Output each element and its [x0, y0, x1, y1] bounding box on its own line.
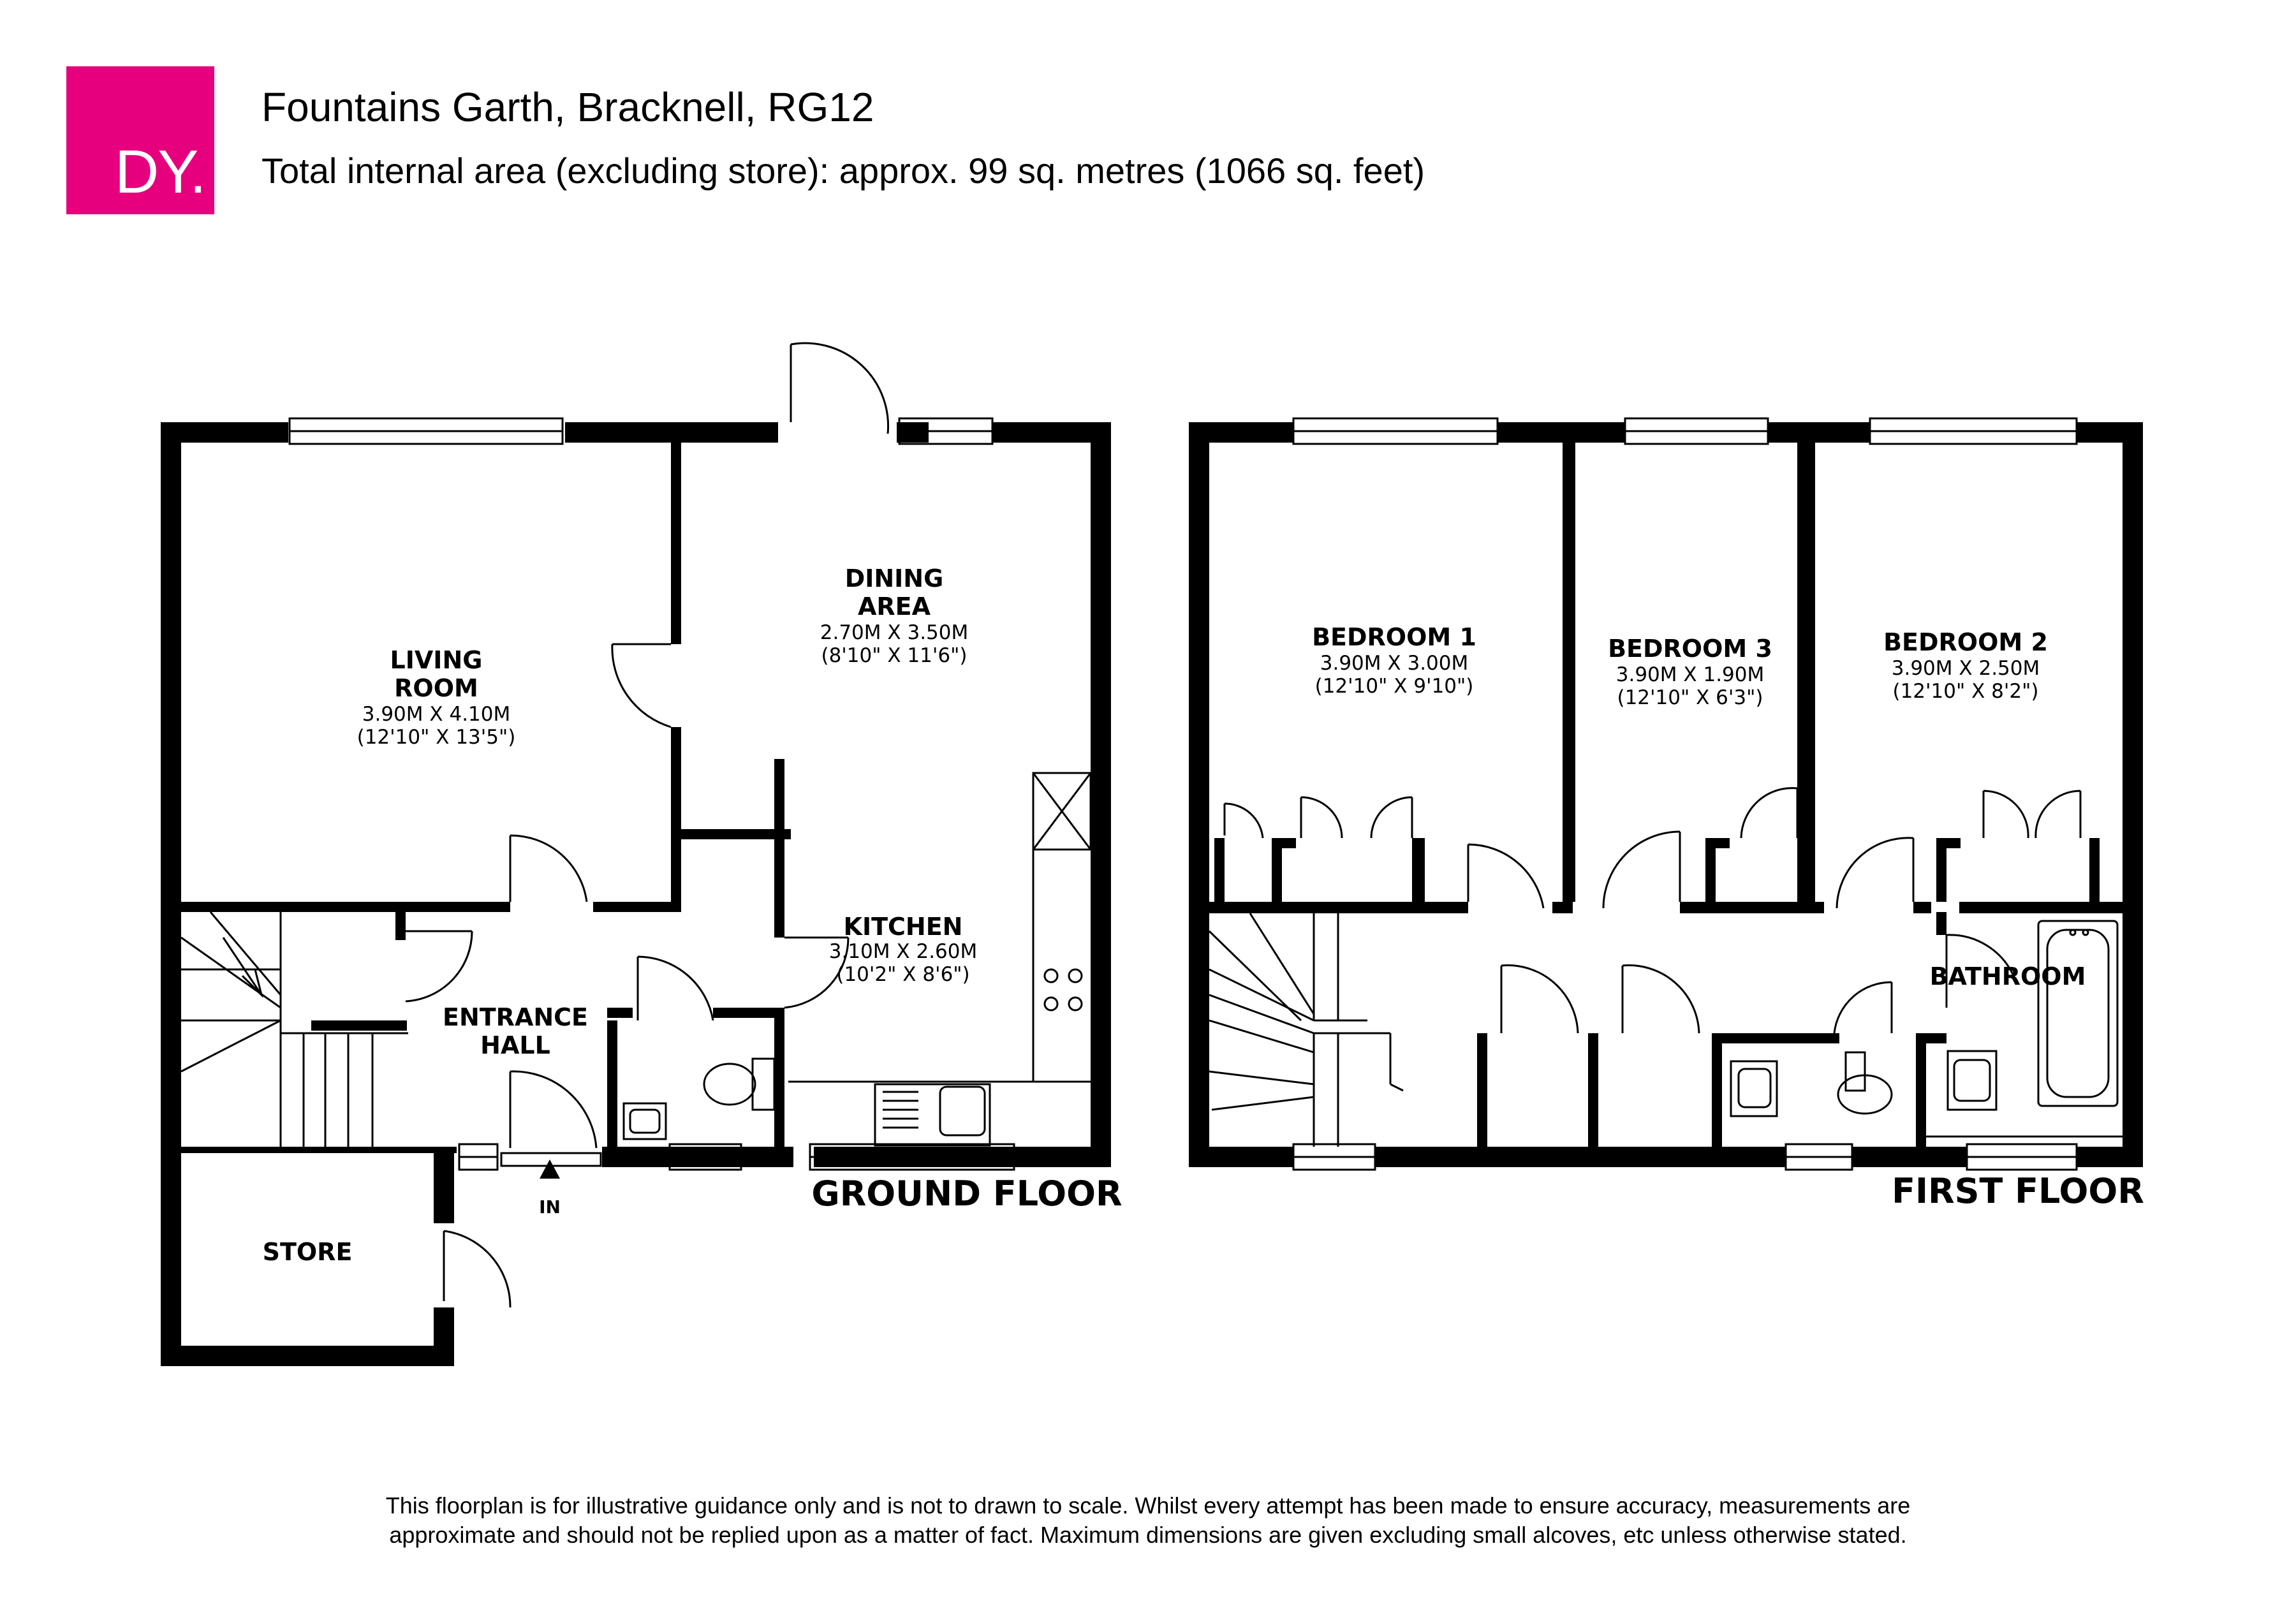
- bedroom-3-dims-metric: 3.90M X 1.90M: [1616, 663, 1765, 686]
- first-floor-doors: [1223, 787, 2082, 1034]
- bedroom-1-dims-metric: 3.90M X 3.00M: [1320, 652, 1469, 675]
- hob: [1043, 968, 1083, 1012]
- disclaimer-line-1: This floorplan is for illustrative guida…: [385, 1492, 1911, 1519]
- kitchen-label: KITCHEN: [844, 913, 963, 941]
- entrance-marker: IN: [539, 1196, 561, 1218]
- agency-logo: DY.: [66, 66, 214, 214]
- ground-floor-walls: [161, 422, 1111, 1366]
- dining-area-label-1: DINING: [845, 564, 944, 592]
- first-floor-plan: BEDROOM 1 3.90M X 3.00M (12'10" X 9'10")…: [1189, 417, 2144, 1211]
- kitchen-dims-imperial: (10'2" X 8'6"): [836, 963, 969, 986]
- bedroom-3-dims-imperial: (12'10" X 6'3"): [1617, 686, 1763, 709]
- bedroom-1-label: BEDROOM 1: [1312, 623, 1476, 651]
- first-floor-label: FIRST FLOOR: [1892, 1171, 2144, 1211]
- entrance-hall-label-1: ENTRANCE: [443, 1003, 588, 1031]
- ground-floor-windows: [288, 417, 1015, 1171]
- living-room-label-2: ROOM: [394, 674, 478, 702]
- bedroom-2-dims-imperial: (12'10" X 8'2"): [1892, 680, 2038, 703]
- staircase: [180, 911, 408, 1148]
- first-floor-staircase: [1208, 913, 1404, 1147]
- ground-floor-fixtures: [180, 772, 1092, 1148]
- first-floor-fixtures: [1208, 913, 2123, 1147]
- living-room-dims-metric: 3.90M X 4.10M: [362, 703, 511, 726]
- disclaimer: This floorplan is for illustrative guida…: [255, 1491, 2041, 1550]
- disclaimer-line-2: approximate and should not be replied up…: [389, 1522, 1907, 1548]
- bedroom-3-label: BEDROOM 3: [1608, 635, 1772, 663]
- bedroom-2-dims-metric: 3.90M X 2.50M: [1892, 657, 2040, 680]
- area-summary: Total internal area (excluding store): a…: [261, 151, 1425, 191]
- dining-area-dims-imperial: (8'10" X 11'6"): [821, 644, 967, 667]
- property-title: Fountains Garth, Bracknell, RG12: [261, 84, 874, 130]
- entrance-arrow-icon: [540, 1159, 560, 1179]
- ground-floor-label: GROUND FLOOR: [811, 1174, 1122, 1214]
- living-room-label-1: LIVING: [390, 646, 483, 674]
- first-floor-windows: [1292, 417, 2078, 1171]
- dining-area-dims-metric: 2.70M X 3.50M: [820, 621, 969, 644]
- bathroom-label: BATHROOM: [1930, 962, 2086, 990]
- bedroom-1-dims-imperial: (12'10" X 9'10"): [1315, 675, 1474, 698]
- ground-floor-labels: LIVING ROOM 3.90M X 4.10M (12'10" X 13'5…: [263, 564, 1122, 1266]
- living-room-dims-imperial: (12'10" X 13'5"): [357, 726, 516, 749]
- kitchen-dims-metric: 3.10M X 2.60M: [829, 940, 978, 963]
- entrance-hall-label-2: HALL: [480, 1031, 550, 1059]
- agency-logo-text: DY.: [115, 138, 207, 206]
- dining-area-label-2: AREA: [858, 592, 931, 621]
- bedroom-2-label: BEDROOM 2: [1883, 628, 2048, 656]
- first-floor-labels: BEDROOM 1 3.90M X 3.00M (12'10" X 9'10")…: [1312, 623, 2144, 1211]
- store-label: STORE: [263, 1238, 353, 1266]
- ground-floor-plan: LIVING ROOM 3.90M X 4.10M (12'10" X 13'5…: [161, 342, 1122, 1366]
- first-floor-walls: [1189, 422, 2143, 1167]
